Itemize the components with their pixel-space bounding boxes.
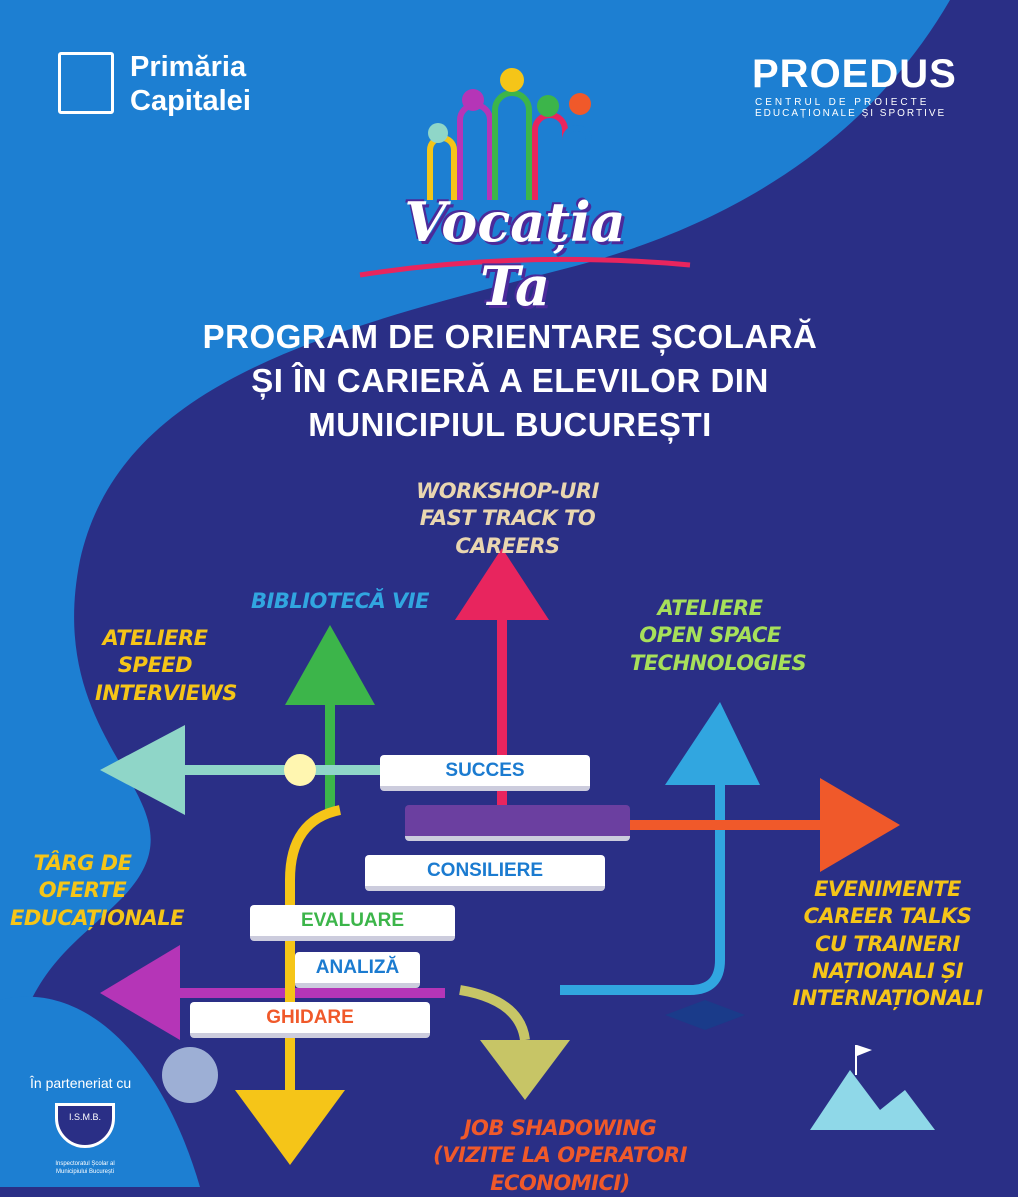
label-evenimente: EVENIMENTE CAREER TALKS CU TRAINERI NAȚI… (792, 877, 983, 1011)
job-shadowing-line1: JOB SHADOWING (463, 1116, 657, 1140)
vocatia-logo-figures (359, 68, 691, 278)
book-evaluare: EVALUARE (250, 905, 455, 941)
book-analiza: ANALIZĂ (295, 952, 420, 988)
label-speed-interviews: ATELIERE SPEED INTERVIEWS (95, 626, 237, 705)
proedus-sub2: EDUCAȚIONALE ȘI SPORTIVE (755, 108, 947, 119)
proedus-logo: PROEDUS CENTRUL DE PROIECTE EDUCAȚIONALE… (752, 52, 957, 119)
label-targ-oferte: TÂRG DE OFERTE EDUCAȚIONALE (10, 851, 185, 930)
proedus-sub1: CENTRUL DE PROIECTE (755, 97, 930, 108)
ismb-name1: Inspectoratul Școlar al (55, 1161, 115, 1167)
proedus-name: PROEDUS (752, 52, 957, 96)
primaria-line1: Primăria (130, 51, 247, 83)
lightbulb-icon (284, 754, 316, 786)
primaria-logo-icon (58, 52, 114, 114)
headline: PROGRAM DE ORIENTARE ȘCOLARĂ ȘI ÎN CARIE… (100, 315, 920, 447)
label-open-space: ATELIERE OPEN SPACE TECHNOLOGIES (630, 596, 807, 675)
partner-label: În parteneriat cu (30, 1075, 132, 1091)
book-succes: SUCCES (380, 755, 590, 791)
headline-line2: ȘI ÎN CARIERĂ A ELEVILOR DIN (251, 362, 769, 399)
job-shadowing-line2: (VIZITE LA OPERATORI ECONOMICI) (433, 1143, 687, 1195)
ismb-name2: Municipiului București (55, 1169, 115, 1175)
vocatia-ta-logo: Vocația Ta (404, 190, 626, 318)
ismb-name: Inspectoratul Școlar al Municipiului Buc… (25, 1160, 145, 1176)
primaria-line2: Capitalei (130, 85, 251, 117)
graduation-cap-icon (665, 1000, 745, 1030)
book-ghidare: GHIDARE (190, 1002, 430, 1038)
globe-icon (162, 1047, 218, 1103)
label-biblioteca-vie: BIBLIOTECĂ VIE (251, 589, 429, 613)
mountain-icon (810, 1070, 935, 1130)
primaria-logo-text: Primăria Capitalei (130, 50, 251, 118)
headline-line3: MUNICIPIUL BUCUREȘTI (308, 406, 712, 443)
label-job-shadowing: JOB SHADOWING (VIZITE LA OPERATORI ECONO… (410, 1115, 710, 1197)
headline-line1: PROGRAM DE ORIENTARE ȘCOLARĂ (202, 318, 818, 355)
label-workshop: WORKSHOP-URI FAST TRACK TO CAREERS (416, 479, 599, 558)
book-consiliere: CONSILIERE (365, 855, 605, 891)
